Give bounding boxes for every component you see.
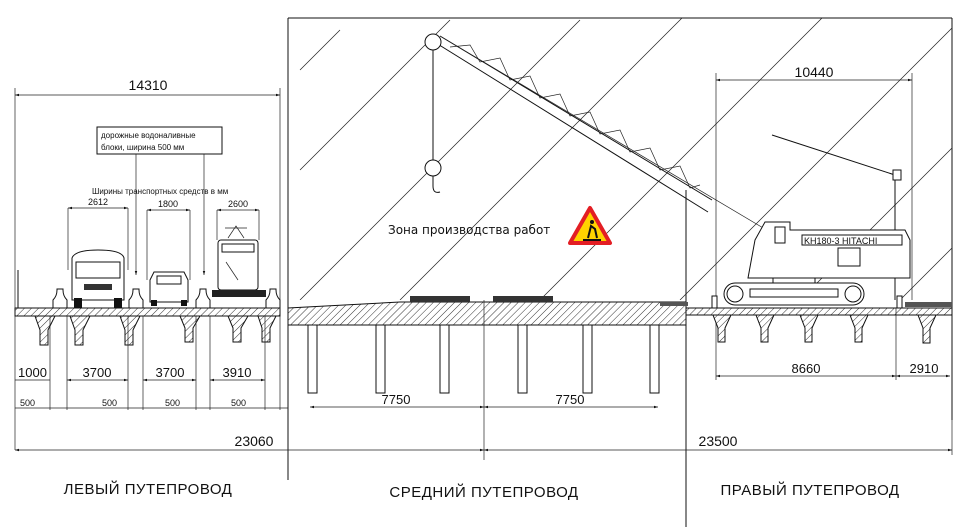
right-girders	[712, 314, 937, 344]
dim-right-lane: 8660	[792, 361, 821, 376]
dim-lane2: 3700	[156, 365, 185, 380]
crane-model-label: KH180-3 HITACHI	[804, 236, 877, 246]
total-dimensions: 23060 23500	[15, 420, 953, 455]
note-line1: дорожные водоналивные	[101, 131, 196, 140]
dim-lane1: 3700	[83, 365, 112, 380]
water-barriers	[17, 270, 281, 309]
car-icon	[149, 271, 189, 306]
dim-block1: 500	[20, 398, 35, 408]
dim-block4: 500	[231, 398, 246, 408]
right-deck	[685, 307, 953, 316]
tram-icon	[212, 225, 266, 297]
middle-overpass-title: СРЕДНИЙ ПУТЕПРОВОД	[389, 483, 578, 501]
dim-block3: 500	[165, 398, 180, 408]
dim-middle-left: 7750	[382, 392, 411, 407]
dim-sidewalk: 1000	[18, 365, 47, 380]
right-overpass-title: ПРАВЫЙ ПУТЕПРОВОД	[720, 481, 899, 499]
dim-truck: 2612	[88, 197, 108, 207]
deck-segment-2	[493, 296, 553, 302]
dim-car: 1800	[158, 199, 178, 209]
note-line2: блоки, ширина 500 мм	[101, 143, 184, 152]
left-deck	[14, 307, 281, 317]
left-overpass: 14310 дорожные водоналивные блоки, ширин…	[14, 77, 288, 450]
work-zone-label: Зона производства работ	[388, 223, 550, 237]
dim-total-right: 23500	[699, 433, 738, 449]
dim-block2: 500	[102, 398, 117, 408]
road-works-sign-icon	[568, 206, 612, 245]
dim-tram: 2600	[228, 199, 248, 209]
middle-columns	[307, 324, 660, 394]
middle-deck	[287, 301, 687, 326]
work-zone-hatching	[299, 18, 952, 300]
middle-overpass: 7750 7750 Зона производства работ	[287, 206, 687, 460]
left-overpass-title: ЛЕВЫЙ ПУТЕПРОВОД	[64, 480, 233, 498]
dim-lane3: 3910	[223, 365, 252, 380]
note-box	[96, 126, 223, 155]
dim-middle-right: 7750	[556, 392, 585, 407]
truck-icon	[71, 249, 125, 308]
left-girders	[34, 315, 277, 346]
vehicle-widths-label: Ширины транспортных средств в мм	[92, 187, 228, 196]
dim-total-left: 23060	[235, 433, 274, 449]
dim-right-top: 10440	[795, 64, 834, 80]
middle-zone-frame	[287, 17, 953, 527]
right-overpass: 10440 8660 2910	[660, 64, 953, 380]
deck-segment-1	[410, 296, 470, 302]
dim-left-total: 14310	[129, 77, 168, 93]
crane-icon: KH180-3 HITACHI	[424, 33, 911, 306]
dim-right-edge: 2910	[910, 361, 939, 376]
